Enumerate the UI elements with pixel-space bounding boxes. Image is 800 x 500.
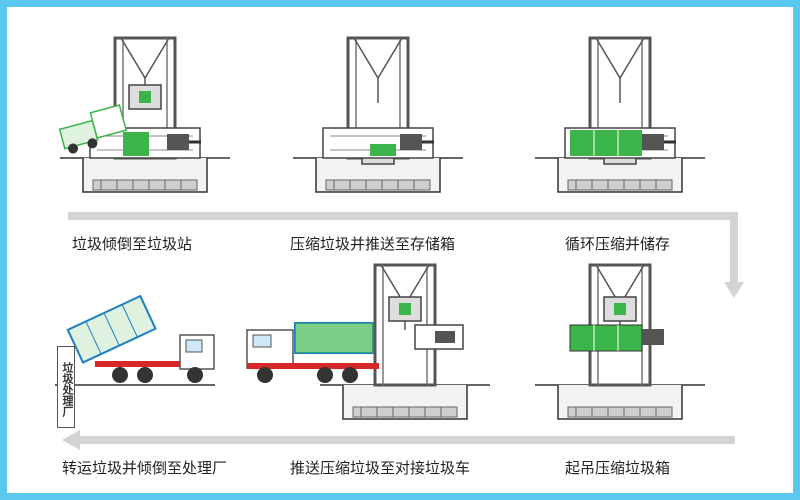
step-1-label: 垃圾倾倒至垃圾站 — [72, 235, 193, 253]
step-2-illustration — [292, 36, 464, 193]
step-6-label: 转运垃圾并倾倒至处理厂 — [62, 459, 228, 477]
step-4-label: 起吊压缩垃圾箱 — [565, 459, 671, 477]
step-2-label: 压缩垃圾并推送至存储箱 — [290, 235, 456, 253]
step-3-illustration — [534, 36, 706, 193]
flow-arrow-bottom — [62, 430, 735, 450]
step-3-label: 循环压缩并储存 — [565, 235, 671, 253]
step-6-illustration — [55, 294, 215, 386]
step-5-label: 推送压缩垃圾至对接垃圾车 — [290, 459, 471, 477]
facility-sign: 垃圾处理厂 — [57, 346, 75, 428]
flow-arrow-right — [724, 212, 744, 298]
step-1-illustration — [58, 36, 231, 193]
step-5-illustration — [246, 263, 491, 420]
step-4-illustration — [534, 263, 706, 420]
flow-arrow-top — [68, 212, 738, 220]
